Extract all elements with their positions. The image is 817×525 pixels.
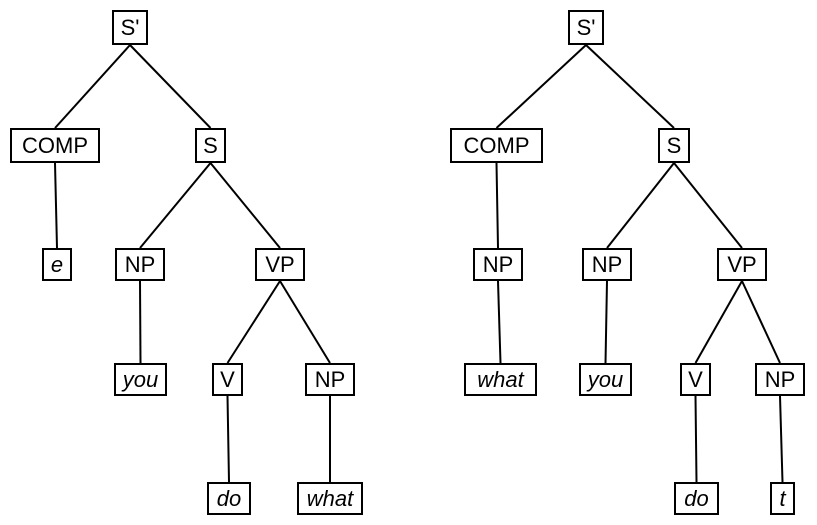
tree-edge-L-Sbar-to-L-S (129, 44, 212, 129)
tree-edge-L-VP-to-L-NP2 (279, 280, 331, 364)
tree-node-sbar: S' (568, 10, 604, 45)
tree-node-do: do (207, 482, 251, 515)
tree-node-e: e (42, 248, 72, 281)
tree-node-do: do (674, 482, 719, 515)
tree-node-what: what (297, 482, 363, 515)
tree-node-comp: COMP (10, 128, 100, 163)
tree-node-s: S (658, 128, 690, 163)
tree-node-you: you (579, 363, 632, 396)
tree-edge-R-Sbar-to-R-COMP (495, 44, 587, 129)
tree-edge-R-NP0-to-R-what (497, 280, 502, 364)
tree-node-vp: VP (255, 248, 305, 281)
tree-node-s: S (195, 128, 226, 163)
tree-edge-R-S-to-R-VP (673, 162, 743, 249)
tree-edge-R-VP-to-R-V (694, 280, 743, 364)
tree-node-np: NP (305, 363, 355, 396)
tree-node-np: NP (473, 248, 523, 281)
tree-node-what: what (464, 363, 537, 396)
tree-node-np: NP (755, 363, 805, 396)
tree-node-np: NP (115, 248, 165, 281)
tree-node-t: t (770, 482, 795, 515)
tree-edge-L-S-to-L-NP1 (139, 162, 212, 249)
tree-edge-L-Sbar-to-L-COMP (54, 44, 131, 129)
tree-edge-R-V-to-R-do (694, 395, 698, 483)
tree-edge-L-NP1-to-L-you (139, 280, 142, 364)
tree-node-vp: VP (717, 248, 767, 281)
tree-edge-L-V-to-L-do (226, 395, 230, 483)
tree-node-sbar: S' (112, 10, 148, 45)
tree-edge-R-S-to-R-NP1 (606, 162, 675, 249)
tree-edge-L-VP-to-L-V (226, 280, 281, 364)
tree-node-comp: COMP (450, 128, 543, 163)
tree-edge-R-Sbar-to-R-S (585, 44, 675, 129)
tree-edge-R-NP2-to-R-t (779, 395, 784, 483)
tree-edge-R-NP1-to-R-you (604, 280, 608, 364)
tree-edge-R-COMP-to-R-NP0 (495, 162, 499, 249)
tree-edge-L-S-to-L-VP (209, 162, 281, 249)
tree-node-v: V (212, 363, 243, 396)
tree-edge-R-VP-to-R-NP2 (741, 280, 781, 364)
tree-node-v: V (680, 363, 711, 396)
tree-edge-L-COMP-to-L-e (54, 162, 58, 249)
tree-node-np: NP (582, 248, 632, 281)
tree-node-you: you (114, 363, 167, 396)
